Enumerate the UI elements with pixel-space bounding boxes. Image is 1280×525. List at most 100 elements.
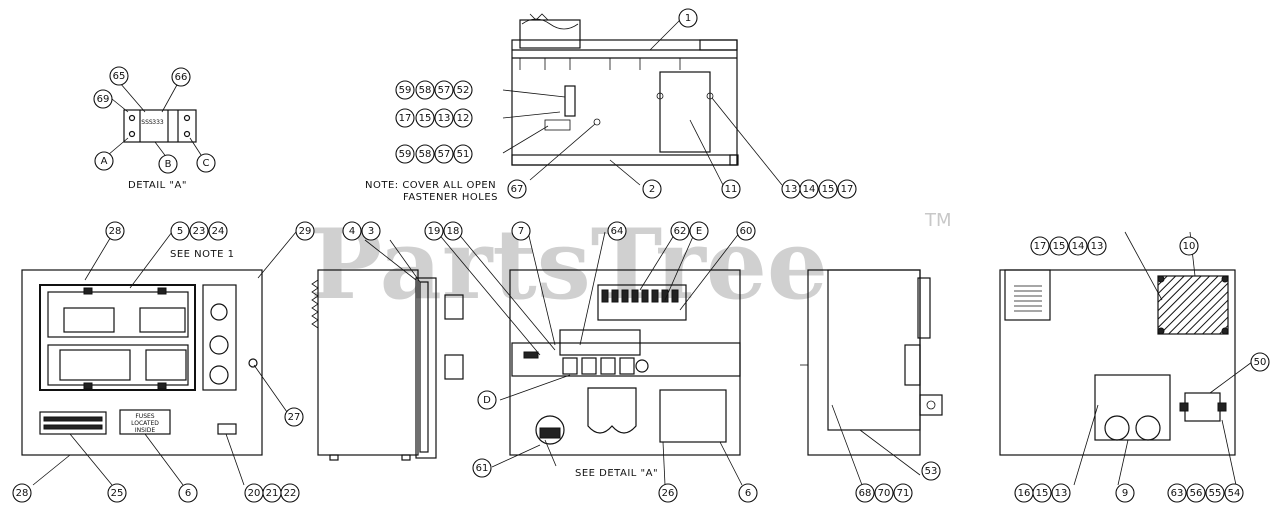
callout-number: 13 [1055, 488, 1068, 499]
callout-66: 66 [171, 67, 191, 87]
callout-63: 63 [1167, 483, 1187, 503]
callout-number: 68 [859, 488, 872, 499]
callout-d: D [477, 390, 497, 410]
callout-number: 6 [185, 488, 191, 499]
callout-number: 12 [457, 113, 470, 124]
callout-number: 19 [428, 226, 441, 237]
callout-21: 21 [262, 483, 282, 503]
callout-68: 68 [855, 483, 875, 503]
callout-17b: 17 [837, 179, 857, 199]
callout-number: 4 [349, 226, 355, 237]
callout-circle [1224, 483, 1244, 503]
callout-number: 15 [1036, 488, 1049, 499]
callout-circle [280, 483, 300, 503]
fuses-sign-line-1: FUSES [135, 413, 154, 420]
callout-circle [738, 483, 758, 503]
callout-23: 23 [189, 221, 209, 241]
callout-number: 62 [674, 226, 687, 237]
callout-number: 17 [399, 113, 412, 124]
callout-circle [1068, 236, 1088, 256]
callout-number: 6 [745, 488, 751, 499]
callout-17a: 17 [395, 108, 415, 128]
callout-number: 66 [175, 72, 188, 83]
fuse-row-top [601, 289, 679, 303]
callout-54: 54 [1224, 483, 1244, 503]
callout-number: 5 [177, 226, 183, 237]
callout-circle [477, 390, 497, 410]
callout-62: 62 [670, 221, 690, 241]
partstree-watermark: PartsTree TM [310, 208, 952, 321]
callout-15c: 15 [1049, 236, 1069, 256]
callout-number: 21 [266, 488, 279, 499]
callout-number: 57 [438, 149, 451, 160]
callout-56: 56 [1186, 483, 1206, 503]
callout-circle [105, 221, 125, 241]
callout-59a: 59 [395, 80, 415, 100]
svg-text:SSS: SSS [141, 119, 153, 126]
callout-number: 17 [1034, 241, 1047, 252]
callout-number: 14 [1072, 241, 1085, 252]
callout-circle [921, 461, 941, 481]
callout-24: 24 [208, 221, 228, 241]
callout-circle [395, 108, 415, 128]
callout-number: 56 [1190, 488, 1203, 499]
rear-view-drawing [999, 231, 1253, 486]
callout-circle [1167, 483, 1187, 503]
callout-number: 26 [662, 488, 675, 499]
callout-61: 61 [472, 458, 492, 478]
callout-b1: B [158, 154, 178, 174]
callout-circle [736, 221, 756, 241]
callout-circle [837, 179, 857, 199]
callout-circle [196, 153, 216, 173]
side-view-right-drawing [800, 269, 943, 486]
callout-number: 9 [1122, 488, 1128, 499]
callout-number: 15 [822, 184, 835, 195]
callout-circle [1032, 483, 1052, 503]
callout-circle [893, 483, 913, 503]
callout-20: 20 [244, 483, 264, 503]
callout-65: 65 [109, 66, 129, 86]
callout-number: 24 [212, 226, 225, 237]
callout-circle [1049, 236, 1069, 256]
callout-number: 3 [368, 226, 374, 237]
callout-circle [284, 407, 304, 427]
callout-13c: 13 [1087, 236, 1107, 256]
callout-circle [395, 80, 415, 100]
callout-25: 25 [107, 483, 127, 503]
callout-15b: 15 [818, 179, 838, 199]
callout-circle [208, 221, 228, 241]
callout-circle [678, 8, 698, 28]
callout-17c: 17 [1030, 236, 1050, 256]
callout-number: 29 [299, 226, 312, 237]
callout-number: 52 [457, 85, 470, 96]
callout-number: 16 [1018, 488, 1031, 499]
detail-a-label: DETAIL "A" [128, 180, 187, 191]
callout-circle [415, 108, 435, 128]
callout-circle [658, 483, 678, 503]
callout-13b: 13 [781, 179, 801, 199]
callout-number: 63 [1171, 488, 1184, 499]
front-panel-drawing: FUSES LOCATED INSIDE SEE NOTE 1 [21, 229, 297, 486]
callout-circle [415, 144, 435, 164]
trademark-text: TM [924, 210, 952, 231]
callout-70: 70 [874, 483, 894, 503]
callout-number: E [696, 226, 702, 237]
callout-circle [170, 221, 190, 241]
callout-circle [361, 221, 381, 241]
side-view-left-drawing [311, 239, 464, 461]
callout-28b: 28 [12, 483, 32, 503]
callout-11: 11 [721, 179, 741, 199]
callout-circle [424, 221, 444, 241]
callout-9: 9 [1115, 483, 1135, 503]
callout-number: 71 [897, 488, 910, 499]
callout-16: 16 [1014, 483, 1034, 503]
callout-circle [1087, 236, 1107, 256]
callout-number: C [203, 158, 210, 169]
callout-e: E [689, 221, 709, 241]
callout-14c: 14 [1068, 236, 1088, 256]
callout-circle [472, 458, 492, 478]
callout-64: 64 [607, 221, 627, 241]
callout-15d: 15 [1032, 483, 1052, 503]
see-note-1: SEE NOTE 1 [170, 249, 234, 260]
callout-71: 71 [893, 483, 913, 503]
